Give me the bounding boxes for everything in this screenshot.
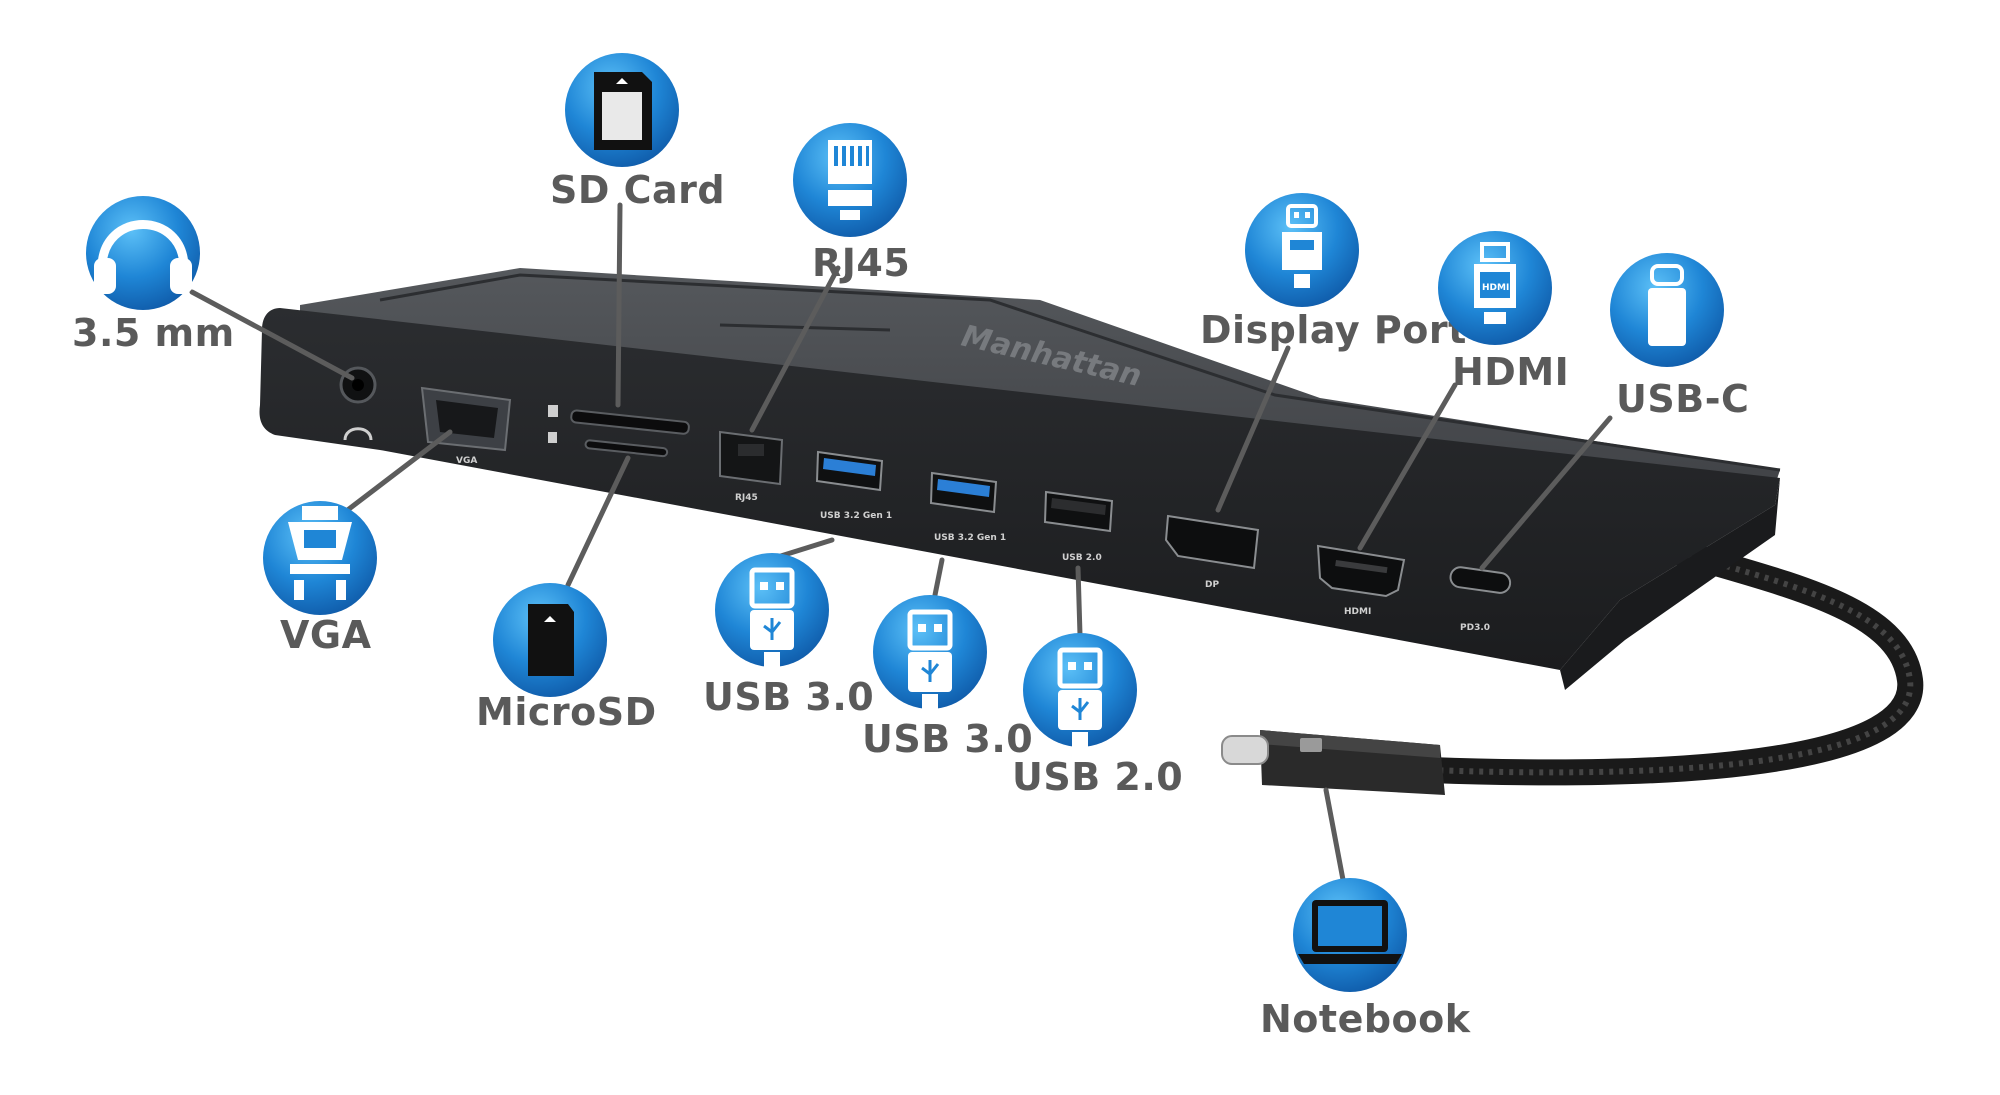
usb-3-port-1-label: USB 3.2 Gen 1 (820, 511, 892, 521)
ports: VGA RJ45 USB 3.2 Gen 1 USB 3.2 Gen 1 USB… (339, 366, 1512, 633)
hdmi-port (1316, 544, 1406, 598)
microsd-card-slot (584, 439, 669, 458)
hdmi-port-label: HDMI (1344, 607, 1371, 617)
leader-lines (189, 202, 1613, 888)
usb-c-pd-port-label: PD3.0 (1460, 623, 1490, 633)
displayport-port-label: DP (1205, 580, 1219, 590)
callout-dp-label: Display Port (1200, 308, 1467, 352)
callout-rj45: RJ45 (793, 123, 910, 285)
usb-3-port-2-label: USB 3.2 Gen 1 (934, 533, 1006, 543)
cable-logo (1300, 738, 1322, 752)
callout-usb2-label: USB 3.0 (862, 717, 1033, 761)
usb-c-cable (1221, 527, 1924, 795)
callout-dp: Display Port (1200, 193, 1467, 352)
usb-2-port-label: USB 2.0 (1062, 553, 1102, 563)
callout-usb1-label: USB 3.0 (703, 675, 874, 719)
vga-port-label: VGA (456, 456, 477, 466)
callout-usbc-label: USB-C (1616, 377, 1749, 421)
callout-audio: 3.5 mm (72, 196, 235, 355)
callout-vga-label: VGA (280, 613, 372, 657)
callout-usb2: USB 3.0 (862, 595, 1033, 761)
callout-audio-label: 3.5 mm (72, 311, 235, 355)
callout-microsd: MicroSD (476, 583, 657, 734)
callout-usbc: USB-C (1610, 253, 1749, 421)
sd-card-slot (570, 409, 690, 435)
callout-vga: VGA (263, 501, 377, 657)
docking-station: Manhattan (259, 268, 1781, 690)
displayport-port (1164, 514, 1260, 570)
callout-notebook-label: Notebook (1260, 997, 1471, 1041)
callout-usb3: USB 2.0 (1012, 633, 1183, 799)
callout-sd-label: SD Card (550, 168, 725, 212)
callout-sd: SD Card (550, 53, 725, 212)
rj45-port-label: RJ45 (735, 493, 758, 503)
callout-usb3-label: USB 2.0 (1012, 755, 1183, 799)
callout-microsd-label: MicroSD (476, 690, 657, 734)
callout-notebook: Notebook (1260, 878, 1471, 1041)
rj45-port (719, 430, 784, 486)
callout-usb1: USB 3.0 (703, 553, 874, 719)
callout-hdmi-label: HDMI (1452, 350, 1569, 394)
callout-hdmi: HDMI HDMI (1438, 231, 1569, 394)
callout-rj45-label: RJ45 (812, 241, 910, 285)
hdmi-icon-text: HDMI (1482, 283, 1509, 293)
